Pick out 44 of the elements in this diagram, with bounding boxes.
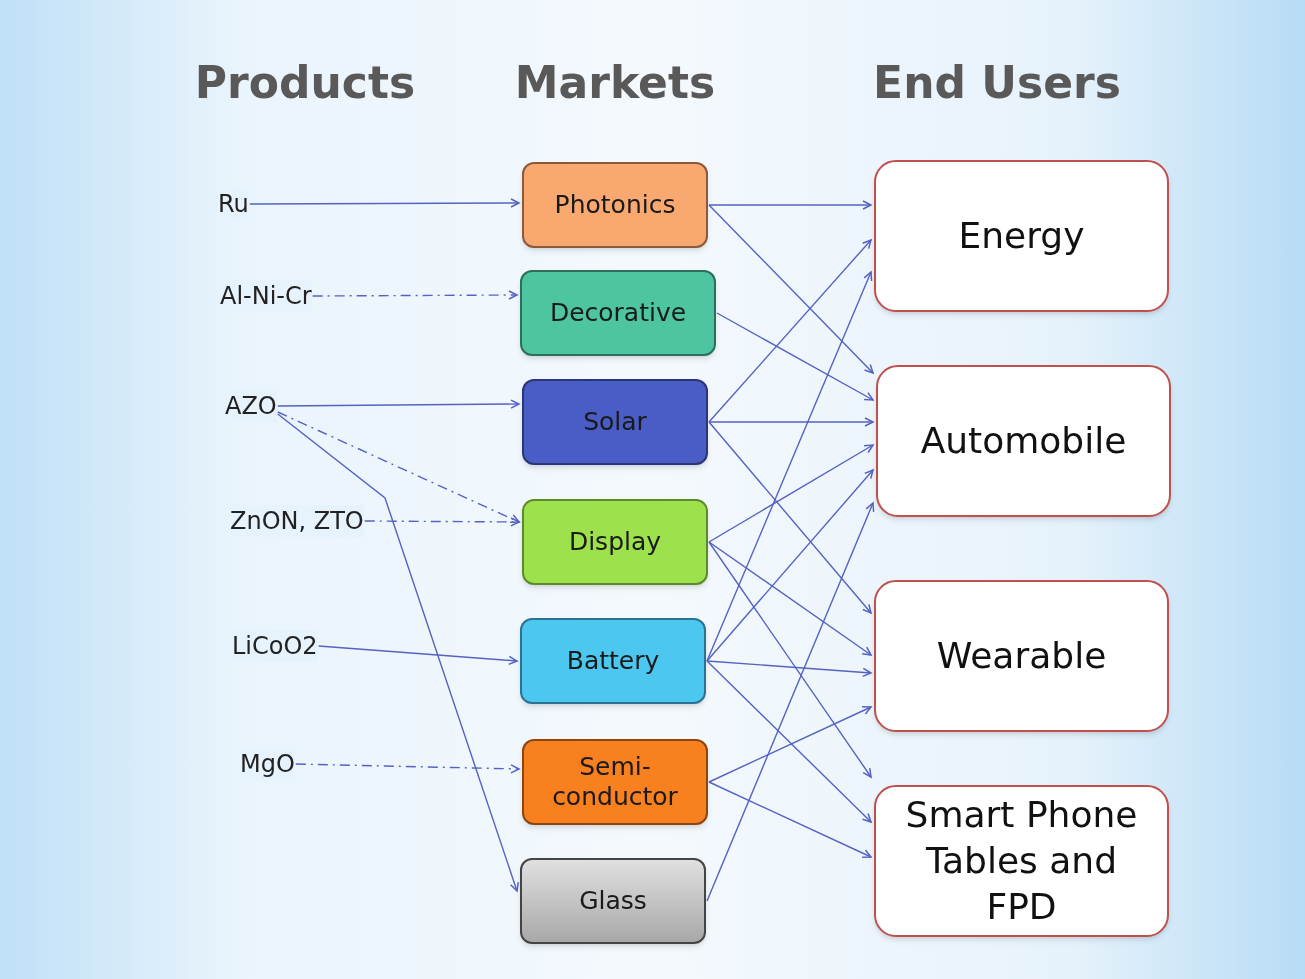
column-heading: End Users xyxy=(873,56,1121,110)
product-label: Al-Ni-Cr xyxy=(220,280,312,312)
arrow xyxy=(708,200,872,210)
market-box: Semi- conductor xyxy=(522,739,708,825)
end-user-box: Energy xyxy=(874,160,1169,312)
product-label: MgO xyxy=(240,748,295,780)
market-box: Photonics xyxy=(522,162,708,248)
arrow xyxy=(708,541,872,656)
market-box: Display xyxy=(522,499,708,585)
arrow xyxy=(708,444,874,543)
arrow xyxy=(706,502,875,902)
product-label: Ru xyxy=(218,188,249,220)
product-label: AZO xyxy=(225,390,277,422)
arrow xyxy=(295,763,520,774)
end-user-box: Automobile xyxy=(876,365,1171,517)
arrow xyxy=(249,198,520,208)
market-box: Solar xyxy=(522,379,708,465)
arrow xyxy=(317,645,518,666)
market-box: Battery xyxy=(520,618,706,704)
arrow xyxy=(311,290,518,300)
product-label: ZnON, ZTO xyxy=(230,505,364,537)
arrow xyxy=(708,706,872,783)
arrow xyxy=(708,421,872,614)
arrow xyxy=(277,411,520,524)
arrow xyxy=(364,517,520,527)
arrow xyxy=(706,271,873,662)
product-label: LiCoO2 xyxy=(232,630,318,662)
end-user-box: Wearable xyxy=(874,580,1169,732)
arrow xyxy=(277,399,520,409)
end-user-box: Smart Phone Tables and FPD xyxy=(874,785,1169,937)
arrow xyxy=(708,417,874,427)
arrow xyxy=(708,239,872,423)
arrow xyxy=(706,469,874,662)
arrow xyxy=(708,781,872,858)
arrow xyxy=(716,312,874,401)
arrow xyxy=(706,660,872,678)
arrow xyxy=(706,660,872,823)
market-box: Glass xyxy=(520,858,706,944)
market-box: Decorative xyxy=(520,270,716,356)
column-heading: Markets xyxy=(514,56,716,110)
arrow xyxy=(277,413,519,892)
arrow xyxy=(708,204,874,374)
column-heading: Products xyxy=(194,56,416,110)
arrow xyxy=(708,541,872,778)
